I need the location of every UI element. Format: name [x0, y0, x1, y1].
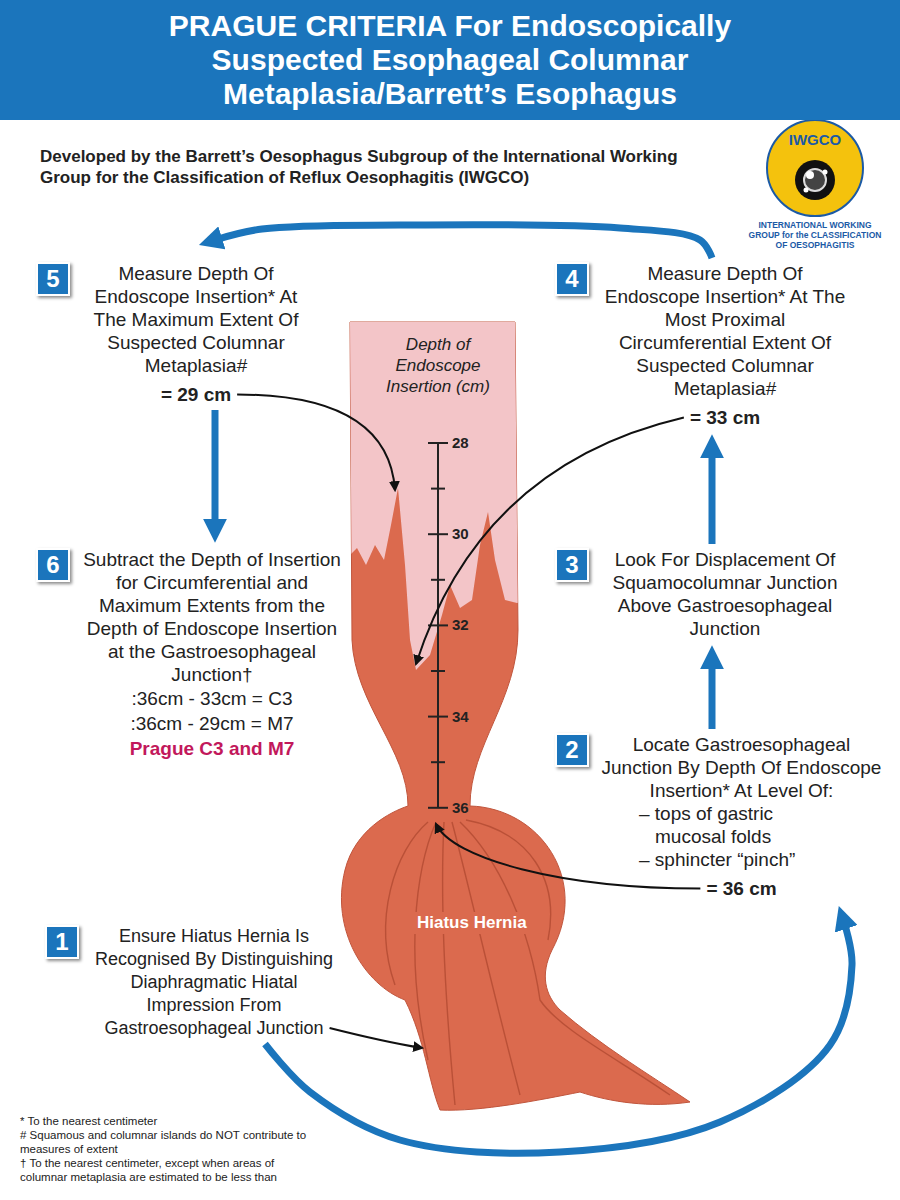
text-column: Look For Displacement Of Squamocolumnar … — [599, 548, 851, 640]
measurement: = 33 cm — [599, 406, 851, 429]
logo-ring — [767, 120, 863, 216]
step-number: 2 — [555, 733, 589, 767]
list-item: – tops of gastric mucosal folds — [639, 802, 814, 848]
measurement: = 29 cm — [80, 383, 312, 406]
step-group: 2 Locate Gastroesophageal Junction By Dep… — [555, 733, 884, 900]
step-text: Subtract the Depth of Insertion for Circ… — [80, 548, 344, 686]
logo-eye — [795, 160, 835, 200]
leader-line — [237, 395, 395, 491]
footnote: * To the nearest centimeter — [20, 1114, 320, 1128]
title-banner: PRAGUE CRITERIA For Endoscopically Suspe… — [0, 0, 900, 120]
fold-line — [386, 822, 428, 985]
scale-number: 34 — [452, 708, 469, 726]
flow-arrow — [212, 410, 219, 526]
step-number: 1 — [45, 925, 79, 959]
scale-number: 30 — [452, 525, 469, 543]
scale-number: 32 — [452, 616, 469, 634]
step-number: 6 — [36, 548, 70, 582]
step-text: Locate Gastroesophageal Junction By Dept… — [599, 733, 884, 802]
subtitle: Developed by the Barrett’s Oesophagus Su… — [40, 146, 730, 188]
logo-ring-text: INTERNATIONAL WORKING GROUP for the CLAS… — [742, 220, 888, 250]
diagram-title: PRAGUE CRITERIA For Endoscopically Suspe… — [100, 9, 800, 111]
text-column: Measure Depth Of Endoscope Insertion* At… — [599, 262, 851, 429]
step-number: 3 — [555, 548, 589, 582]
footnote: # Squamous and columnar islands do NOT c… — [20, 1128, 320, 1156]
flow-arrow — [709, 451, 716, 544]
step-number: 4 — [555, 262, 589, 296]
fold-line — [452, 822, 520, 1095]
flow-arrow — [709, 662, 716, 729]
scale-tick — [431, 488, 445, 490]
step-text: Measure Depth Of Endoscope Insertion* At… — [80, 262, 312, 377]
fold-line — [460, 822, 670, 1095]
gastric-folds — [386, 820, 670, 1105]
scale-tick — [431, 670, 445, 672]
logo-dot — [806, 171, 814, 179]
step-text: Look For Displacement Of Squamocolumnar … — [599, 548, 851, 640]
scale-tick — [428, 533, 448, 535]
text-column: Subtract the Depth of Insertion for Circ… — [80, 548, 344, 761]
step-text: Ensure Hiatus Hernia Is Recognised By Di… — [89, 925, 339, 1040]
organ-label: Hiatus Hernia — [414, 912, 530, 934]
scale-tick — [431, 579, 445, 581]
flow-arrow — [265, 922, 852, 1153]
footnote-block: * To the nearest centimeter# Squamous an… — [20, 1114, 320, 1184]
scale-tick — [431, 761, 445, 763]
scale-tick — [428, 716, 448, 718]
calculation: :36cm - 29cm = M7 — [80, 711, 344, 736]
scale-tick — [428, 807, 448, 809]
step-group: 4 Measure Depth Of Endoscope Insertion* A… — [555, 262, 851, 429]
logo-dot — [823, 170, 828, 175]
fold-line — [415, 822, 436, 1060]
prague-result: Prague C3 and M7 — [80, 736, 344, 761]
step-group: 6 Subtract the Depth of Insertion for Cir… — [36, 548, 344, 761]
fold-line — [443, 822, 455, 1105]
flow-arrow — [215, 225, 712, 258]
measurement: = 36 cm — [599, 877, 884, 900]
logo-acronym: IWGCO — [775, 131, 855, 149]
calculation: :36cm - 33cm = C3 — [80, 686, 344, 711]
logo-dot — [804, 188, 809, 193]
list-item: – sphincter “pinch” — [639, 848, 814, 871]
text-column: Locate Gastroesophageal Junction By Dept… — [599, 733, 884, 900]
footnote: † To the nearest centimeter, except when… — [20, 1156, 320, 1184]
step-group: 3 Look For Displacement Of Squamocolumnar… — [555, 548, 851, 640]
axis-title: Depth of Endoscope Insertion (cm) — [378, 334, 498, 397]
step-number: 5 — [36, 262, 70, 296]
scale-number: 36 — [452, 799, 469, 817]
leader-line — [330, 1028, 422, 1048]
iwgco-logo — [767, 120, 863, 216]
step-group: 5 Measure Depth Of Endoscope Insertion* A… — [36, 262, 312, 406]
scale-tick — [428, 442, 448, 444]
step-text: Measure Depth Of Endoscope Insertion* At… — [599, 262, 851, 400]
text-column: Ensure Hiatus Hernia Is Recognised By Di… — [89, 925, 339, 1040]
step-group: 1 Ensure Hiatus Hernia Is Recognised By D… — [45, 925, 339, 1040]
text-column: Measure Depth Of Endoscope Insertion* At… — [80, 262, 312, 406]
scale-number: 28 — [452, 434, 469, 452]
leader-line — [416, 418, 684, 665]
